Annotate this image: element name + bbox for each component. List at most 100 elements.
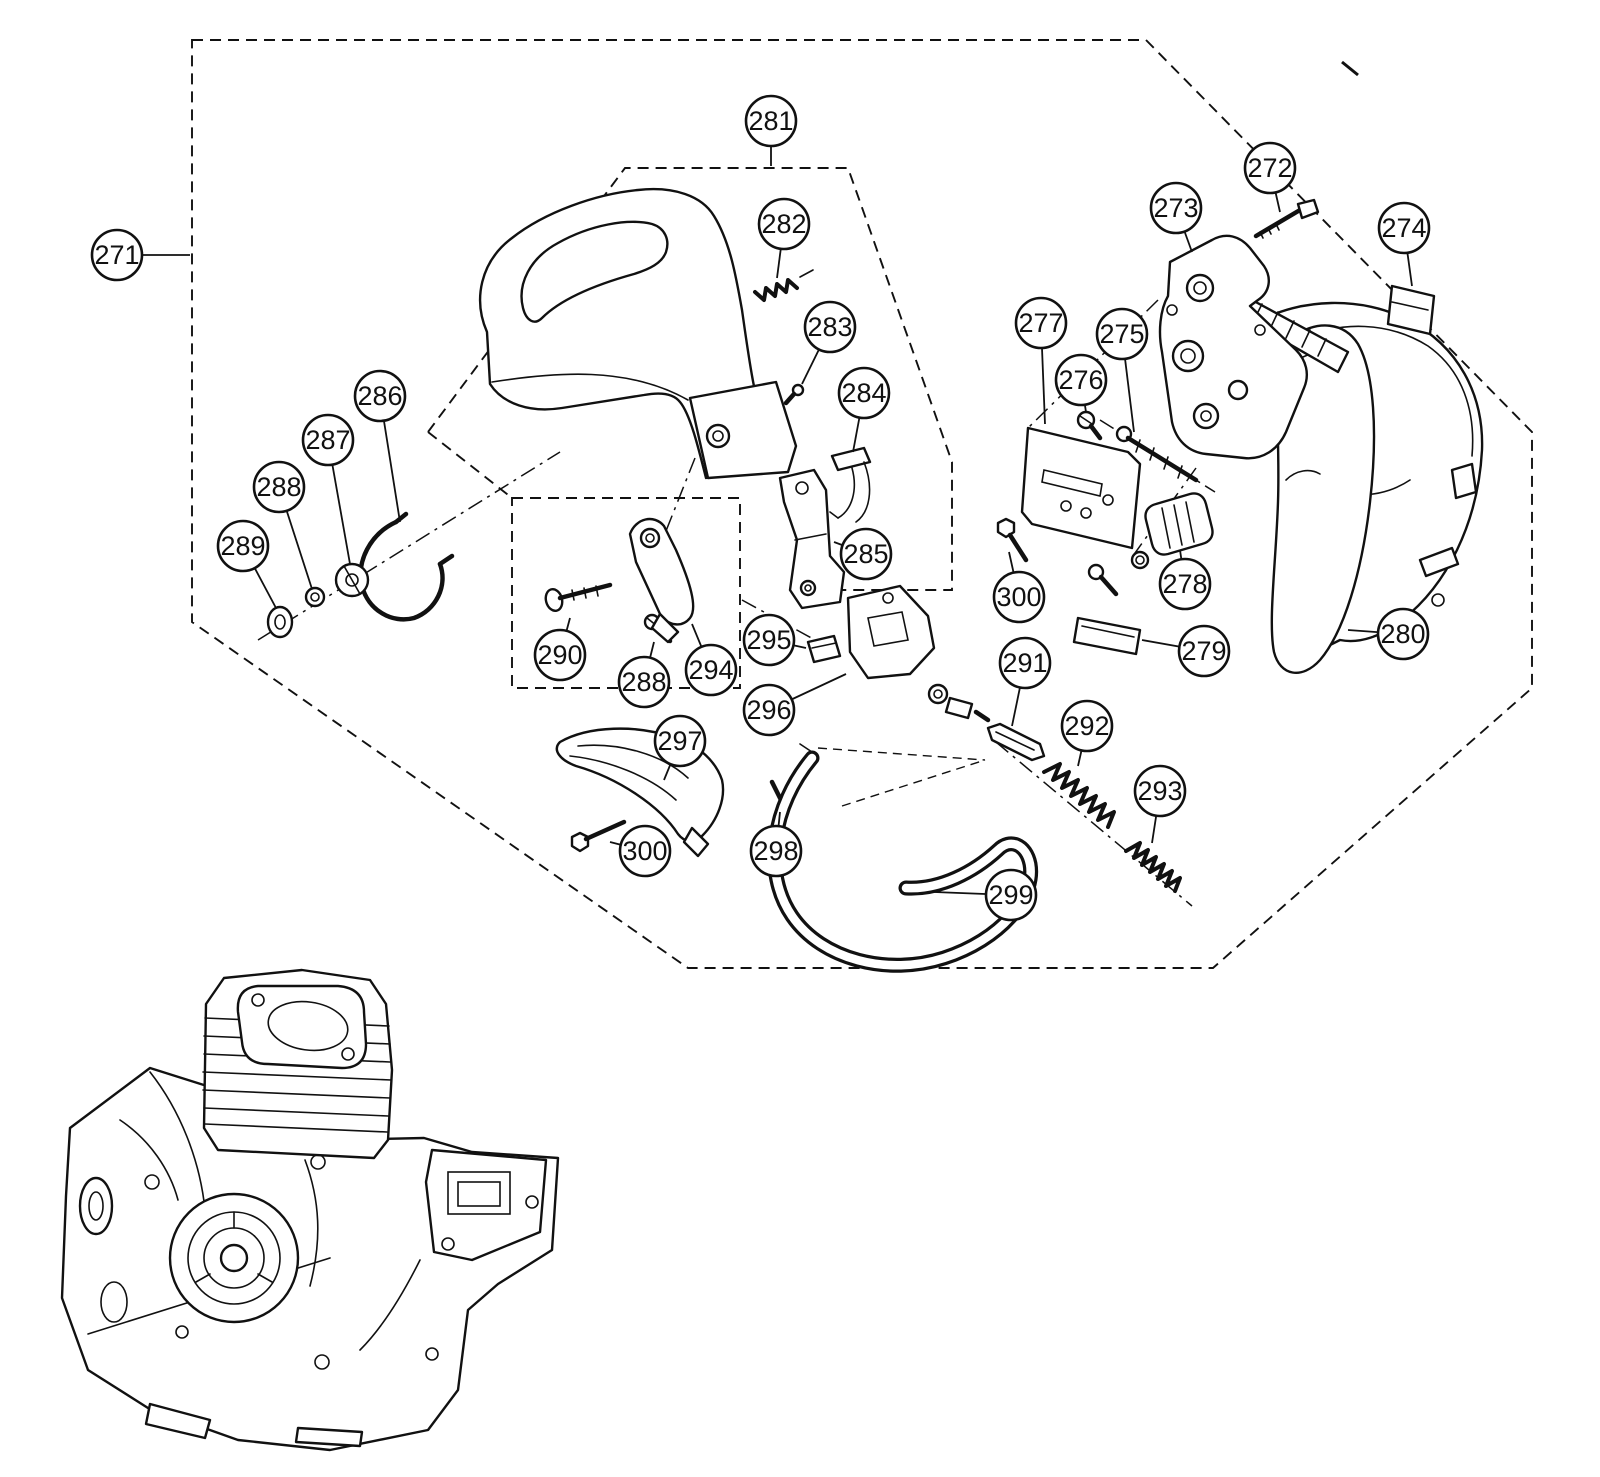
bracket-285 [778, 468, 846, 610]
roller-295 [806, 634, 842, 664]
callout-278: 278 [1158, 549, 1212, 611]
callout-282: 282 [757, 197, 811, 279]
callout-balloon [1158, 557, 1212, 611]
engine-assembly [60, 968, 560, 1452]
callout-label: 274 [1381, 213, 1426, 243]
linkage-296 [846, 584, 991, 723]
callout-balloon [984, 868, 1038, 922]
callout-balloon [1014, 296, 1068, 350]
callout-balloon [998, 636, 1052, 690]
callout-label: 271 [94, 240, 139, 270]
callout-300: 300 [609, 824, 672, 878]
callout-balloon [803, 300, 857, 354]
callout-balloon [617, 655, 671, 709]
screw-275 [1115, 425, 1199, 483]
callout-272: 272 [1243, 141, 1297, 213]
callout-label: 294 [688, 655, 733, 685]
callout-288-2: 288 [617, 641, 671, 709]
callout-balloon [839, 527, 893, 581]
callout-balloon [1177, 624, 1231, 678]
washer-288 [304, 586, 326, 608]
brake-band-part [767, 743, 1039, 973]
callout-297: 297 [653, 714, 707, 781]
callout-label: 297 [657, 726, 702, 756]
brake-housing-273-part [1158, 234, 1350, 460]
wire-spring-286 [358, 511, 455, 622]
pad-279 [1072, 616, 1142, 656]
callout-label: 291 [1002, 648, 1047, 678]
callout-296: 296 [742, 673, 847, 737]
callout-label: 282 [761, 209, 806, 239]
callout-label: 285 [843, 539, 888, 569]
callout-298: 298 [749, 811, 803, 878]
block-274 [1386, 284, 1436, 336]
pin-291 [986, 722, 1046, 762]
callout-271: 271 [90, 228, 190, 282]
callout-277: 277 [1014, 296, 1068, 425]
washer-287 [334, 562, 370, 598]
callout-279: 279 [1141, 624, 1231, 678]
callout-balloon [216, 519, 270, 573]
callout-balloon [653, 714, 707, 768]
screw-small-right [1087, 563, 1119, 597]
callout-label: 284 [841, 378, 886, 408]
callout-292: 292 [1060, 699, 1114, 767]
callout-label: 283 [807, 312, 852, 342]
callout-balloon [1149, 181, 1203, 235]
callout-label: 290 [537, 640, 582, 670]
callout-293: 293 [1133, 764, 1187, 844]
callout-balloon [533, 628, 587, 682]
callout-290: 290 [533, 617, 587, 682]
callout-289: 289 [216, 519, 277, 609]
callout-283: 283 [801, 300, 857, 385]
screw-300b [570, 819, 627, 853]
spring-clip-284 [829, 446, 872, 523]
callout-274: 274 [1377, 201, 1431, 287]
callout-label: 289 [220, 531, 265, 561]
stray-mark [1341, 60, 1359, 77]
spring-293 [1124, 841, 1182, 893]
spring-282 [753, 269, 814, 302]
callout-label: 280 [1380, 619, 1425, 649]
callout-balloon [1377, 201, 1431, 255]
callout-label: 295 [746, 625, 791, 655]
callout-balloon [1054, 353, 1108, 407]
callout-balloon [837, 366, 891, 420]
callout-label: 286 [357, 381, 402, 411]
callout-label: 293 [1137, 776, 1182, 806]
callout-label: 287 [305, 425, 350, 455]
callout-balloon [744, 94, 798, 148]
callout-273: 273 [1149, 181, 1203, 253]
callout-295: 295 [742, 613, 807, 667]
grommet-289 [266, 605, 294, 639]
callout-287: 287 [301, 413, 355, 565]
callout-balloon [1376, 607, 1430, 661]
callout-balloon [757, 197, 811, 251]
callout-281: 281 [744, 94, 798, 166]
callout-balloon [252, 460, 306, 514]
callout-294: 294 [684, 623, 738, 697]
callout-291: 291 [998, 636, 1052, 727]
callout-label: 276 [1058, 365, 1103, 395]
callout-balloon [742, 613, 796, 667]
bolt-290 [544, 582, 613, 613]
cover-plate-277 [1020, 426, 1142, 550]
roller-278 [1130, 492, 1214, 570]
top-handle-part [479, 188, 798, 480]
callout-label: 298 [753, 836, 798, 866]
callout-288: 288 [252, 460, 313, 590]
screw-283 [783, 383, 805, 406]
bolt-272 [1253, 198, 1320, 239]
callout-label: 279 [1181, 636, 1226, 666]
callout-label: 275 [1099, 319, 1144, 349]
callout-label: 292 [1064, 711, 1109, 741]
callout-276: 276 [1054, 353, 1108, 413]
callout-285: 285 [833, 527, 893, 581]
callout-label: 273 [1153, 193, 1198, 223]
screw-300a [996, 517, 1029, 563]
callout-balloon [684, 643, 738, 697]
callout-balloon [742, 683, 796, 737]
callout-balloon [992, 570, 1046, 624]
callout-balloon [1243, 141, 1297, 195]
